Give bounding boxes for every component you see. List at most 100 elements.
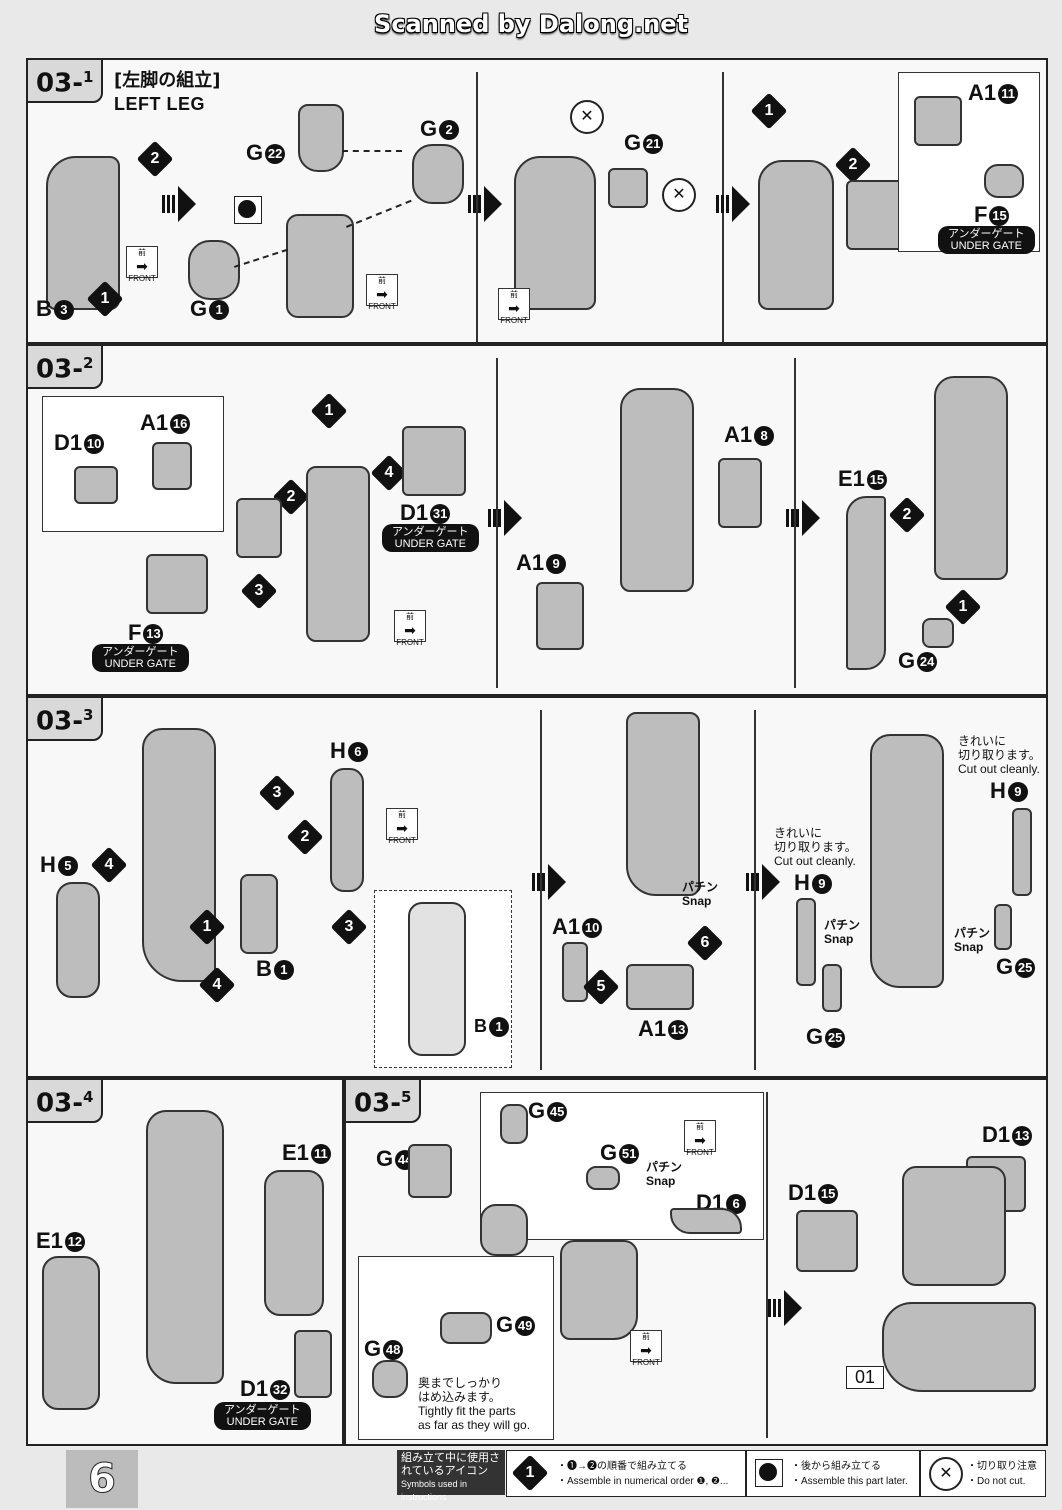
- sequence-marker-2: 2: [286, 818, 324, 856]
- step-03-3-label: 03-3: [28, 698, 104, 741]
- step-title-jp: [左脚の組立]: [114, 70, 221, 91]
- leg-assembly: [146, 1110, 224, 1384]
- dashed-guide: [342, 150, 402, 152]
- front-indicator: 前➡FRONT: [684, 1120, 716, 1157]
- part-f13-shape: [146, 554, 208, 614]
- base-part-01: [882, 1302, 1036, 1392]
- part-d115-shape: [796, 1210, 858, 1272]
- legend-do-not-cut-text: ・切り取り注意・Do not cut.: [967, 1461, 1037, 1487]
- sequence-marker-4: 4: [198, 966, 236, 1004]
- page-number: 6: [66, 1450, 138, 1508]
- foot-assembly: [902, 1166, 1006, 1286]
- leg-assembly: [934, 376, 1008, 580]
- part-shape: [236, 498, 282, 558]
- part-g45-shape: [500, 1104, 528, 1144]
- scan-banner: Scanned by Dalong.net: [374, 10, 688, 38]
- cut-note: きれいに 切り取ります。Cut out cleanly.: [774, 826, 857, 868]
- step-03-1-label: 03-1: [28, 60, 104, 103]
- legend-do-not-cut: ✕ ・切り取り注意・Do not cut.: [920, 1450, 1046, 1497]
- next-step-arrow: [768, 1290, 802, 1326]
- part-shape: [846, 180, 904, 250]
- part-h5-shape: [56, 882, 100, 998]
- part-a113-shape: [626, 964, 694, 1010]
- part-h6-shape: [330, 768, 364, 892]
- part-d16-shape: [670, 1208, 742, 1234]
- sequence-marker-2: 2: [136, 140, 174, 178]
- part-g44-shape: [408, 1144, 452, 1198]
- sequence-marker-3: 3: [258, 774, 296, 812]
- front-indicator: 前➡FRONT: [498, 288, 530, 325]
- joint-assembly: [480, 1204, 528, 1256]
- part-g51-shape: [586, 1166, 620, 1190]
- leg-assembly: [758, 160, 834, 310]
- sequence-marker-1: 1: [750, 92, 788, 130]
- part-g48-shape: [372, 1360, 408, 1398]
- next-step-arrow: [488, 500, 522, 536]
- sequence-marker-6: 6: [686, 924, 724, 962]
- foot-part-shape: [560, 1240, 638, 1340]
- sequence-marker-1: 1: [188, 908, 226, 946]
- part-a19-shape: [536, 582, 584, 650]
- sequence-marker-2: 2: [888, 496, 926, 534]
- next-step-arrow: [786, 500, 820, 536]
- front-indicator: 前➡FRONT: [630, 1330, 662, 1367]
- part-e111-shape: [264, 1170, 324, 1316]
- front-indicator: 前➡FRONT: [386, 808, 418, 845]
- leg-assembly: [306, 466, 370, 642]
- step-03-2-label: 03-2: [28, 346, 104, 389]
- step-03-4-label: 03-4: [28, 1080, 104, 1123]
- part-g22-shape: [298, 104, 344, 172]
- next-step-arrow: [162, 186, 196, 222]
- part-e115-shape: [846, 496, 886, 670]
- sequence-marker-3: 3: [240, 572, 278, 610]
- part-g49-shape: [440, 1312, 492, 1344]
- sequence-marker-3: 3: [330, 908, 368, 946]
- leg-assembly: [620, 388, 694, 592]
- sequence-marker-1: 1: [86, 280, 124, 318]
- legend-sequence-text: ・❶→❷の順番で組み立てる・Assemble in numerical orde…: [557, 1461, 729, 1487]
- part-d131-shape: [402, 426, 466, 496]
- tight-fit-inset: [358, 1256, 554, 1440]
- front-indicator: 前➡FRONT: [394, 610, 426, 647]
- next-step-arrow: [468, 186, 502, 222]
- part-g25a-shape: [822, 964, 842, 1012]
- cut-note: きれいに 切り取ります。Cut out cleanly.: [958, 734, 1041, 776]
- part-a111-shape: [914, 96, 962, 146]
- leg-frame-assembly: [286, 214, 354, 318]
- part-a18-shape: [718, 458, 762, 528]
- next-step-arrow: [532, 864, 566, 900]
- assemble-later-icon: [234, 196, 262, 224]
- do-not-cut-icon: ✕: [570, 100, 604, 134]
- dashed-guide: [234, 248, 288, 268]
